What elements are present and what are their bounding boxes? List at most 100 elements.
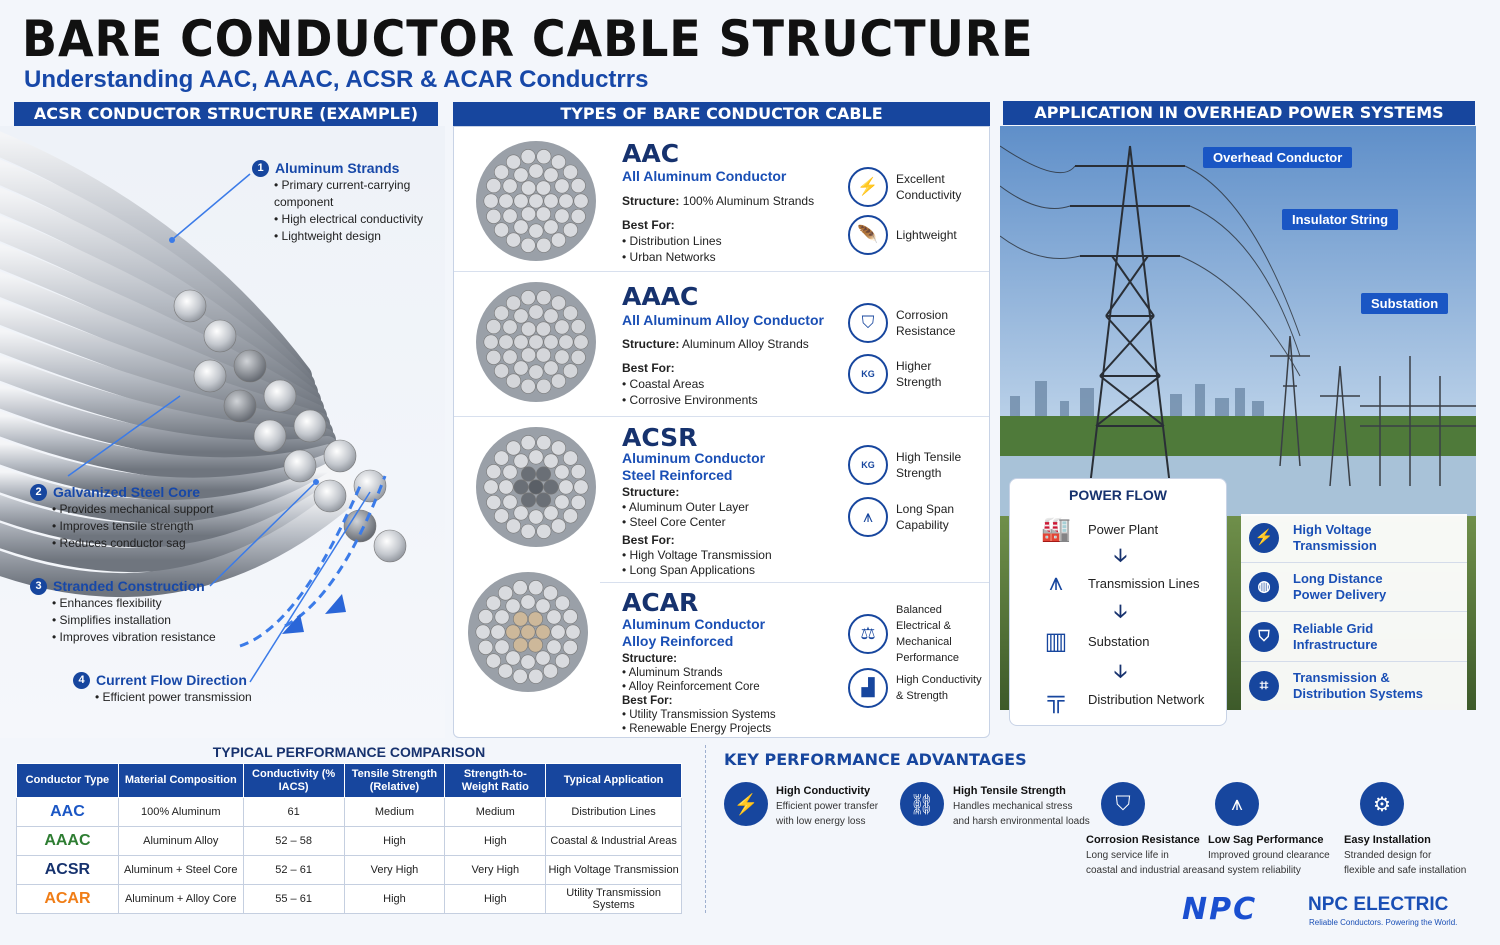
divider bbox=[1241, 661, 1467, 662]
strand bbox=[527, 637, 543, 653]
best-for-label: Best For: bbox=[622, 533, 675, 547]
feature-conductivity-strength: ▟High Conductivity & Strength bbox=[848, 668, 988, 708]
table-cell: Aluminum + Steel Core bbox=[117, 855, 244, 885]
strand bbox=[528, 668, 544, 684]
advantage-desc: Handles mechanical stress bbox=[953, 801, 1073, 812]
power-flow-box: POWER FLOW 🏭Power Plant 🡣 ⩚Transmission … bbox=[1009, 478, 1227, 726]
type-full-name: Aluminum Conductor Alloy Reinforced bbox=[622, 616, 766, 649]
strand bbox=[554, 349, 570, 365]
advantage-title: Corrosion Resistance bbox=[1086, 834, 1200, 846]
page-title: BARE CONDUCTOR CABLE STRUCTURE bbox=[22, 10, 1034, 68]
feature-lightweight: 🪶Lightweight bbox=[848, 215, 957, 255]
table-cell: High Voltage Transmission bbox=[545, 855, 682, 885]
comparison-table-title: TYPICAL PERFORMANCE COMPARISON bbox=[212, 744, 486, 760]
strand-end bbox=[323, 439, 357, 473]
strand bbox=[558, 193, 574, 209]
table-cell: Utility Transmission Systems bbox=[545, 884, 682, 914]
strand bbox=[513, 479, 529, 495]
brand-name: NPC ELECTRIC bbox=[1308, 894, 1449, 915]
strand-end bbox=[263, 379, 297, 413]
down-arrow-icon: 🡣 bbox=[1114, 661, 1127, 681]
strand-end bbox=[173, 289, 207, 323]
callout-title: Aluminum Strands bbox=[275, 160, 400, 176]
cable-strand bbox=[0, 476, 354, 572]
strand-end bbox=[203, 319, 237, 353]
strand bbox=[573, 334, 589, 350]
strand bbox=[520, 321, 536, 337]
tag-overhead-conductor: Overhead Conductor bbox=[1203, 147, 1353, 168]
strand bbox=[520, 654, 536, 670]
strand bbox=[536, 435, 552, 451]
feature-conductivity: ⚡Excellent Conductivity bbox=[848, 167, 966, 207]
strand bbox=[520, 206, 536, 222]
feature-text: Long Span Capability bbox=[896, 502, 955, 532]
strand bbox=[520, 290, 536, 306]
feature-text: Lightweight bbox=[896, 228, 957, 242]
flow-step-distribution: ╦Distribution Network bbox=[1038, 681, 1204, 717]
structure-item: Aluminum Outer Layer bbox=[628, 500, 749, 514]
strand bbox=[498, 334, 514, 350]
feature-balanced: ⚖Balanced Electrical & Mechanical Perfor… bbox=[848, 602, 988, 666]
strand bbox=[486, 494, 502, 510]
strand bbox=[554, 595, 570, 611]
table-cell: Aluminum Alloy bbox=[117, 826, 244, 856]
table-cell: Coastal & Industrial Areas bbox=[545, 826, 682, 856]
strand bbox=[528, 364, 544, 380]
type-row-acar: ACAR Aluminum Conductor Alloy Reinforced… bbox=[454, 562, 989, 737]
strand bbox=[475, 624, 491, 640]
feature-text: Higher Strength bbox=[896, 359, 942, 389]
strand bbox=[494, 508, 510, 524]
tag-insulator-string: Insulator String bbox=[1282, 209, 1399, 230]
strand bbox=[554, 178, 570, 194]
table-cell: Very High bbox=[444, 855, 547, 885]
strand bbox=[505, 518, 521, 534]
advantage-desc: Improved ground clearance bbox=[1208, 850, 1330, 861]
strand bbox=[513, 453, 529, 469]
table-cell: High bbox=[444, 884, 547, 914]
comparison-table: Conductor Type Material Composition Cond… bbox=[16, 763, 682, 914]
table-cell: 52 – 61 bbox=[242, 855, 345, 885]
tower-icon: ⩚ bbox=[848, 497, 888, 537]
strand-end bbox=[283, 449, 317, 483]
strand bbox=[551, 154, 567, 170]
table-cell: High bbox=[343, 884, 446, 914]
type-abbr: ACAR bbox=[622, 588, 699, 617]
strand bbox=[573, 193, 589, 209]
strand bbox=[562, 222, 578, 238]
divider bbox=[600, 582, 989, 583]
acsr-cross-section bbox=[476, 427, 596, 547]
advantage-desc: coastal and industrial areas bbox=[1086, 865, 1208, 876]
tower-icon: ⩚ bbox=[1049, 569, 1063, 596]
strand bbox=[554, 208, 570, 224]
best-for-item: Distribution Lines bbox=[629, 234, 722, 248]
strand bbox=[543, 167, 559, 183]
aaac-cross-section bbox=[476, 282, 596, 402]
type-full-name: All Aluminum Conductor bbox=[622, 168, 787, 184]
advantage-desc: and system reliability bbox=[1208, 865, 1301, 876]
structure-item: Alloy Reinforcement Core bbox=[628, 681, 760, 693]
divider bbox=[705, 745, 706, 913]
flow-step-power-plant: 🏭Power Plant bbox=[1038, 511, 1158, 547]
strand bbox=[478, 639, 494, 655]
table-cell-type: ACSR bbox=[16, 855, 119, 885]
strand bbox=[494, 450, 510, 466]
type-info: Structure: • Aluminum Outer Layer • Stee… bbox=[622, 485, 772, 577]
advantage-title: High Conductivity bbox=[776, 785, 871, 797]
strand bbox=[562, 305, 578, 321]
strand bbox=[562, 508, 578, 524]
strand bbox=[536, 149, 552, 165]
type-row-aaac: AAAC All Aluminum Alloy Conductor Struct… bbox=[454, 272, 989, 417]
callout-item: Lightweight design bbox=[274, 228, 424, 245]
strand bbox=[570, 208, 586, 224]
utility-pole-icon: ╦ bbox=[1047, 685, 1065, 712]
type-abbr: AAAC bbox=[622, 282, 699, 311]
structure-value: Aluminum Alloy Strands bbox=[682, 337, 809, 351]
globe-icon: ◍ bbox=[1249, 572, 1279, 602]
benefit-td-systems: ⌗Transmission & Distribution Systems bbox=[1249, 670, 1433, 702]
strand bbox=[520, 435, 536, 451]
shield-icon: ⛉ bbox=[1249, 622, 1279, 652]
callout-title: Stranded Construction bbox=[53, 578, 205, 594]
